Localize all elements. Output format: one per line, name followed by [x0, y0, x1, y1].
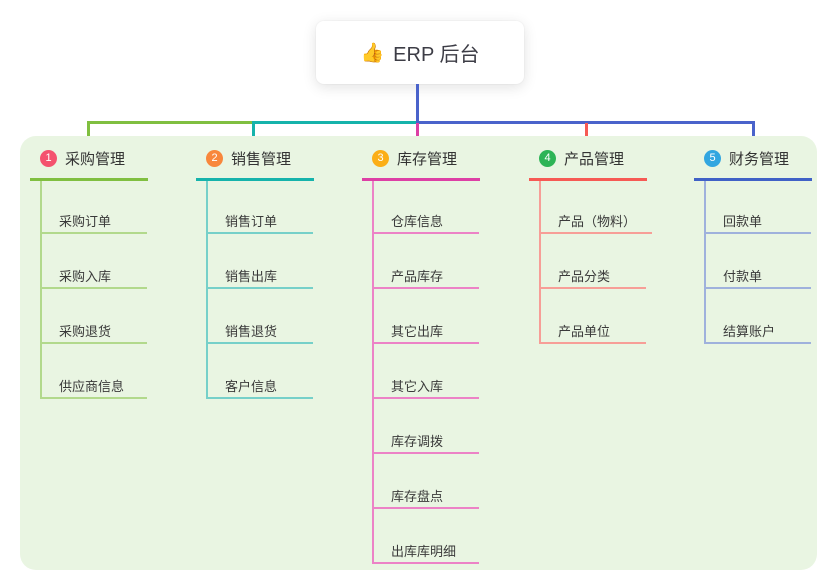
child-node[interactable]: 采购订单	[42, 181, 147, 234]
child-node[interactable]: 销售退货	[208, 289, 313, 344]
thumbs-up-icon: 👍	[360, 42, 385, 64]
branch-title-node[interactable]: 1 采购管理	[30, 146, 148, 181]
child-node[interactable]: 产品分类	[541, 234, 646, 289]
child-node[interactable]: 产品单位	[541, 289, 646, 344]
child-node[interactable]: 回款单	[706, 181, 811, 234]
branch-title-node[interactable]: 4 产品管理	[529, 146, 647, 181]
child-node[interactable]: 付款单	[706, 234, 811, 289]
branch-1-connector-horizontal	[87, 121, 255, 124]
child-node[interactable]: 产品（物料）	[541, 181, 653, 234]
branch-product-management: 4 产品管理 产品（物料） 产品分类 产品单位	[529, 146, 653, 344]
child-node[interactable]: 库存盘点	[374, 454, 479, 509]
child-node[interactable]: 其它入库	[374, 344, 479, 399]
branch-title-label: 产品管理	[564, 151, 625, 168]
branch-number-badge: 2	[206, 150, 223, 167]
branch-children: 采购订单 采购入库 采购退货 供应商信息	[40, 181, 148, 399]
branch-5-connector-horizontal	[416, 121, 755, 124]
branch-title-label: 库存管理	[397, 151, 458, 168]
branch-title-node[interactable]: 3 库存管理	[362, 146, 480, 181]
branch-title-label: 财务管理	[729, 151, 790, 168]
child-node[interactable]: 供应商信息	[42, 344, 147, 399]
child-node[interactable]: 产品库存	[374, 234, 479, 289]
child-node[interactable]: 销售出库	[208, 234, 313, 289]
branch-title-label: 销售管理	[231, 151, 292, 168]
child-node[interactable]: 出库库明细	[374, 509, 479, 564]
branch-number-badge: 3	[372, 150, 389, 167]
branch-children: 销售订单 销售出库 销售退货 客户信息	[206, 181, 314, 399]
child-node[interactable]: 客户信息	[208, 344, 313, 399]
branch-sales-management: 2 销售管理 销售订单 销售出库 销售退货 客户信息	[196, 146, 314, 399]
root-connector-line	[416, 84, 419, 123]
branch-children: 产品（物料） 产品分类 产品单位	[539, 181, 653, 344]
branch-number-badge: 5	[704, 150, 721, 167]
root-node-label: ERP 后台	[393, 44, 480, 66]
branch-children: 回款单 付款单 结算账户	[704, 181, 812, 344]
branch-2-connector-horizontal	[252, 121, 419, 124]
child-node[interactable]: 结算账户	[706, 289, 811, 344]
mindmap-root-node[interactable]: 👍 ERP 后台	[316, 21, 524, 84]
branch-number-badge: 1	[40, 150, 57, 167]
child-node[interactable]: 销售订单	[208, 181, 313, 234]
branch-title-node[interactable]: 5 财务管理	[694, 146, 812, 181]
branch-inventory-management: 3 库存管理 仓库信息 产品库存 其它出库 其它入库 库存调拨 库存盘点 出库库…	[362, 146, 480, 564]
child-node[interactable]: 采购退货	[42, 289, 147, 344]
branch-number-badge: 4	[539, 150, 556, 167]
branch-title-node[interactable]: 2 销售管理	[196, 146, 314, 181]
branch-purchase-management: 1 采购管理 采购订单 采购入库 采购退货 供应商信息	[30, 146, 148, 399]
branch-title-label: 采购管理	[65, 151, 126, 168]
child-node[interactable]: 仓库信息	[374, 181, 479, 234]
branches-group-panel	[20, 136, 817, 570]
child-node[interactable]: 库存调拨	[374, 399, 479, 454]
branch-children: 仓库信息 产品库存 其它出库 其它入库 库存调拨 库存盘点 出库库明细	[372, 181, 480, 564]
branch-finance-management: 5 财务管理 回款单 付款单 结算账户	[694, 146, 812, 344]
child-node[interactable]: 采购入库	[42, 234, 147, 289]
child-node[interactable]: 其它出库	[374, 289, 479, 344]
